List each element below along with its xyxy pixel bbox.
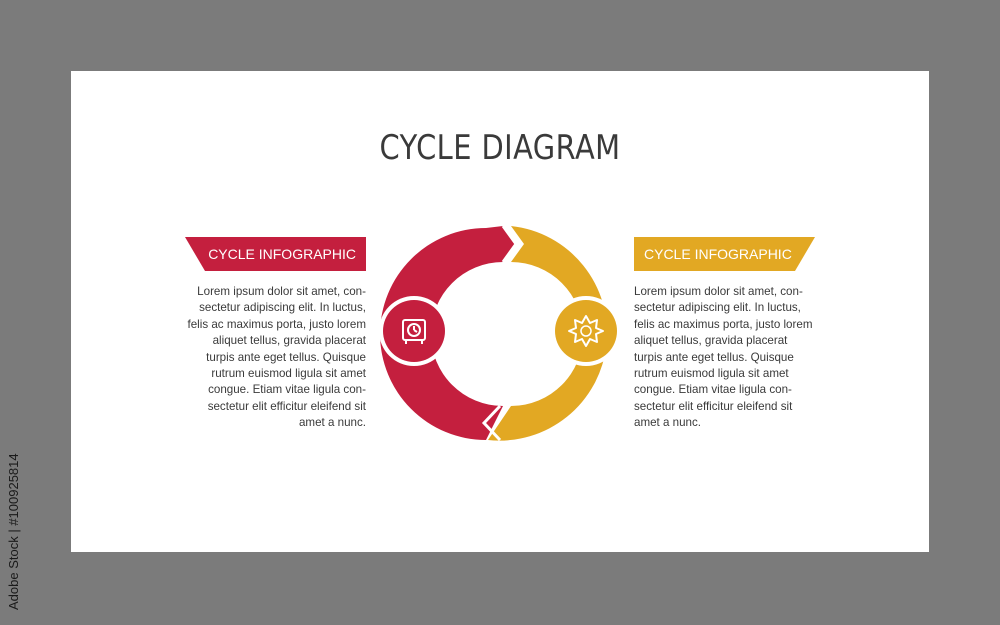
right-cycle-arrow [488,226,608,441]
right-line: sectetur elit efficitur eleifend sit [634,399,793,413]
left-line: congue. Etiam vitae ligula con- [208,383,366,397]
right-heading-label: CYCLE INFOGRAPHIC [644,246,792,262]
left-cycle-arrow [380,226,516,440]
left-heading-label: CYCLE INFOGRAPHIC [208,246,356,262]
left-heading-banner: CYCLE INFOGRAPHIC [185,237,366,271]
right-line: felis ac maximus porta, justo lorem [634,317,813,331]
right-node [555,300,617,362]
left-line: sectetur adipiscing elit. In luctus, [199,301,366,315]
right-line: aliquet tellus, gravida placerat [634,334,788,348]
left-line: Lorem ipsum dolor sit amet, con- [197,285,366,298]
left-line: sectetur elit efficitur eleifend sit [207,399,366,413]
right-line: turpis ante eget tellus. Quisque [634,350,794,364]
watermark: Adobe Stock | #100925814 [6,453,21,610]
star-badge-icon [568,315,604,347]
left-line: amet a nunc. [298,416,366,430]
left-line: felis ac maximus porta, justo lorem [187,317,366,331]
right-description: Lorem ipsum dolor sit amet, con-sectetur… [634,284,819,432]
page-title: CYCLE DIAGRAM [379,128,621,168]
left-line: rutrum euismod ligula sit amet [211,367,366,381]
right-line: rutrum euismod ligula sit amet [634,367,789,381]
right-line: amet a nunc. [634,416,702,430]
left-description: Lorem ipsum dolor sit amet, con-sectetur… [181,284,366,432]
left-line: aliquet tellus, gravida placerat [212,334,366,348]
slide [71,71,929,552]
cycle-diagram [379,225,621,442]
right-line: sectetur adipiscing elit. In luctus, [634,301,801,315]
left-line: turpis ante eget tellus. Quisque [206,350,366,364]
right-line: Lorem ipsum dolor sit amet, con- [634,285,803,298]
right-heading-banner: CYCLE INFOGRAPHIC [634,237,815,271]
right-line: congue. Etiam vitae ligula con- [634,383,792,397]
safe-clock-icon [402,319,426,344]
